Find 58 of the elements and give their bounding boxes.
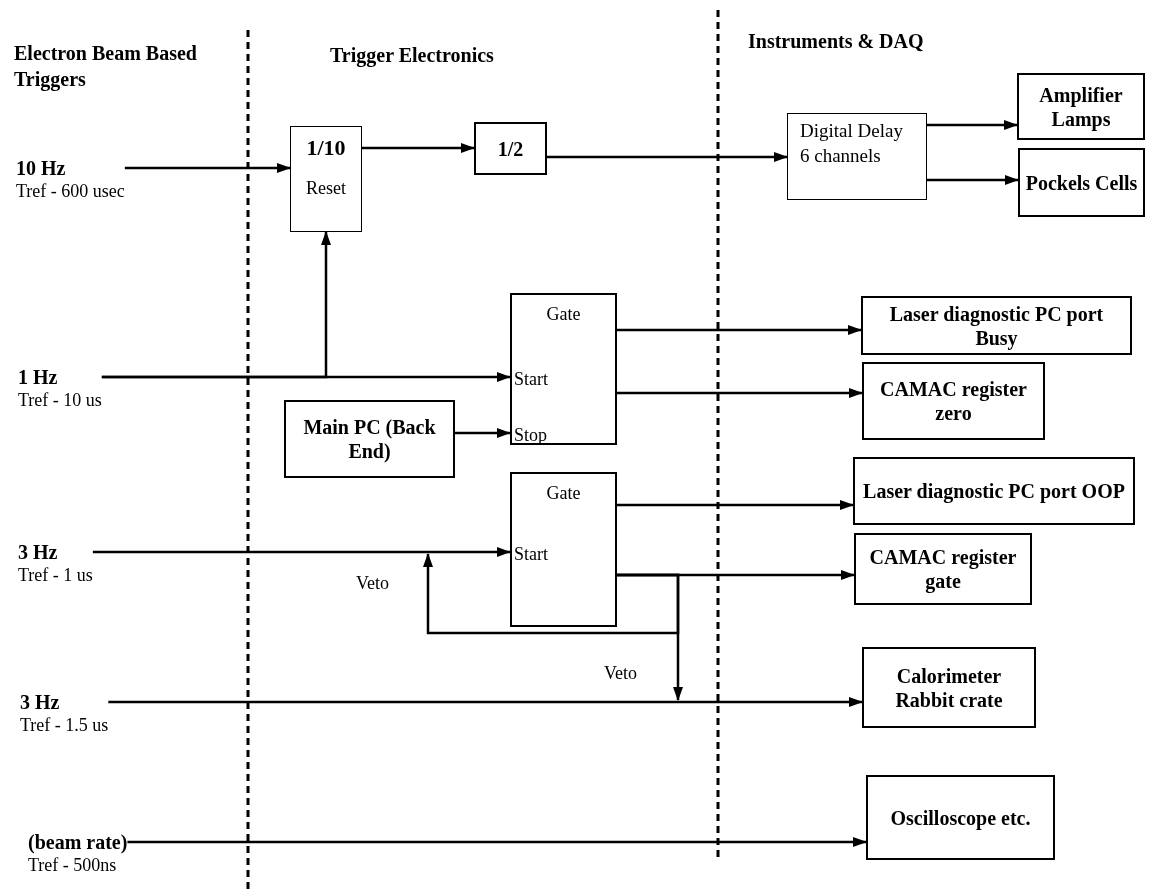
signal-arrow [927,120,1018,130]
box-label: Oscilloscope etc. [890,805,1031,830]
column-heading: Instruments & DAQ [748,29,924,54]
box-label: Pockels Cells [1025,170,1138,195]
column-heading: Trigger Electronics [330,43,494,68]
port-label: Gate [545,303,582,325]
box-label: 1/2 [497,136,524,161]
device-box [861,296,1132,355]
signal-label: 3 Hz [20,690,61,714]
signal-label: 3 Hz [18,540,59,564]
device-box [1018,148,1145,217]
signal-arrow [547,152,788,162]
delay-box [787,113,927,200]
device-box [853,457,1135,525]
signal-arrow [423,553,680,635]
signal-label: Tref - 500ns [28,854,118,876]
signal-label: (beam rate) [28,830,128,854]
port-label: Stop [514,424,547,446]
signal-arrow [92,547,511,557]
signal-arrow [127,837,867,847]
box-label: Digital Delay 6 channels [800,119,904,168]
box-label: CAMAC register gate [868,545,1018,593]
device-box [862,362,1045,440]
gate-box [510,472,617,627]
gate-box [510,293,617,445]
box-label: Calorimeter Rabbit crate [894,663,1004,712]
signal-label: Tref - 1.5 us [20,714,109,736]
box-label: Amplifier Lamps [1038,82,1124,131]
column-heading: Electron Beam Based Triggers [14,41,198,92]
box-label: Main PC (Back End) [302,415,437,463]
signal-arrow [617,325,862,335]
device-box [284,400,455,478]
device-box [862,647,1036,728]
signal-label: Tref - 600 usec [16,180,125,202]
signal-arrow [124,163,291,173]
box-label: Laser diagnostic PC port OOP [863,479,1125,503]
device-box [866,775,1055,860]
port-label: Gate [545,482,582,504]
port-label: Start [514,368,548,390]
signal-arrow [101,231,331,379]
signal-label: 10 Hz [16,156,67,180]
port-label: Start [514,543,548,565]
signal-arrow [617,388,863,398]
device-box [854,533,1032,605]
signal-label: 1 Hz [18,365,59,389]
box-label: Reset [306,177,346,199]
signal-arrow [362,143,475,153]
device-box [474,122,547,175]
signal-label: Tref - 10 us [18,389,102,411]
box-label: 1/10 [306,135,346,161]
box-label: CAMAC register zero [879,377,1028,425]
box-label: Laser diagnostic PC port Busy [888,301,1105,350]
signal-label: Tref - 1 us [18,564,93,586]
signal-arrow [617,500,854,510]
signal-arrow [927,175,1019,185]
signal-arrow [108,697,863,707]
device-box [1017,73,1145,140]
signal-arrow [455,428,511,438]
